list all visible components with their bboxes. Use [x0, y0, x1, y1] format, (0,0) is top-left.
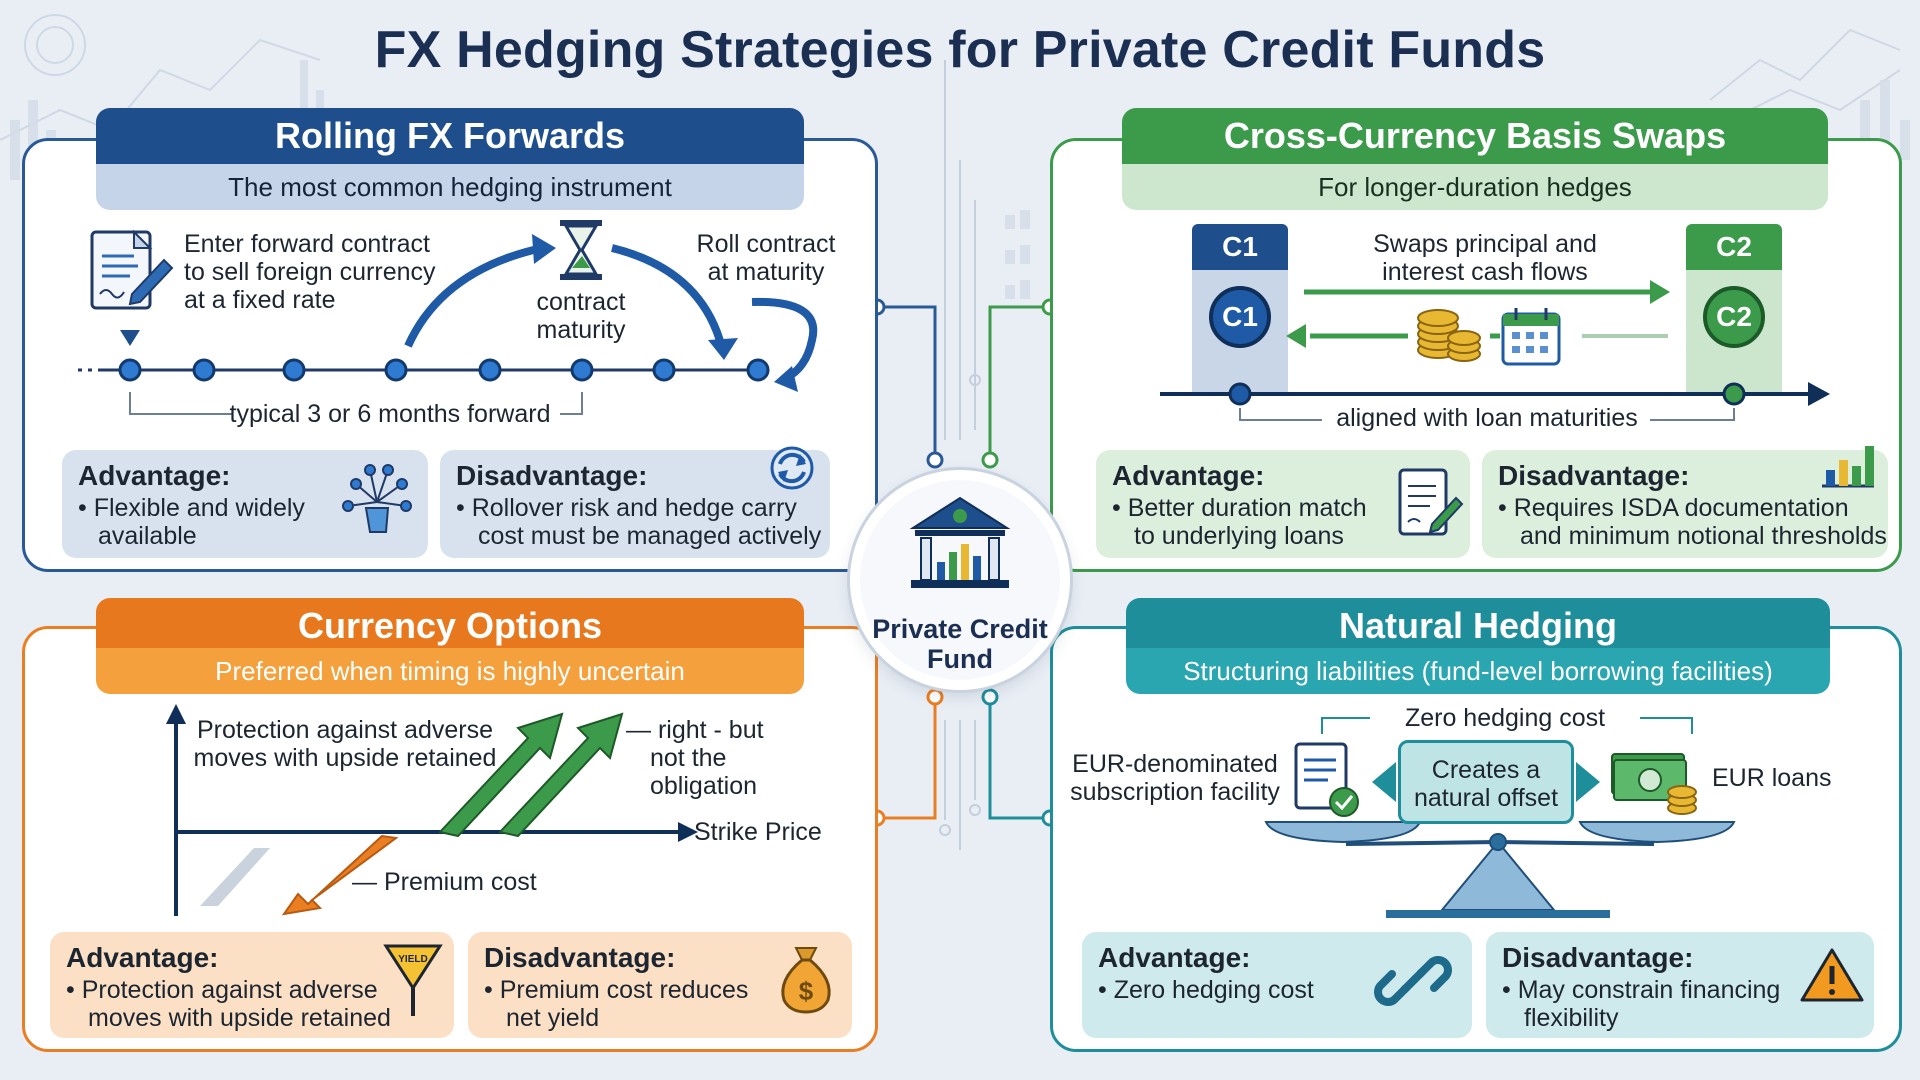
options-right-line3: obligation [650, 772, 758, 800]
natural-offset-line1: Creates a [1431, 756, 1541, 784]
forwards-maturity-line1: contract [536, 288, 626, 316]
bank-building-icon [909, 496, 1011, 588]
c2-coin: C2 [1703, 286, 1765, 348]
natural-zero-cost: Zero hedging cost [1404, 704, 1606, 732]
swaps-advantage-line2: to underlying loans [1134, 522, 1344, 550]
forwards-step1-line2: to sell foreign currency [184, 258, 436, 286]
chain-link-icon [1374, 956, 1452, 1006]
swaps-advantage-title: Advantage: [1112, 460, 1265, 491]
options-protect-line2: moves with upside retained [193, 744, 497, 772]
forwards-disadvantage-title: Disadvantage: [456, 460, 648, 491]
swaps-disadvantage-title: Disadvantage: [1498, 460, 1690, 491]
options-disadvantage-line2: net yield [506, 1004, 600, 1032]
yield-sign-icon: YIELD [382, 942, 444, 1018]
natural-advantage-line1: • Zero hedging cost [1098, 976, 1314, 1004]
options-strike-price: Strike Price [694, 818, 822, 846]
page-title: FX Hedging Strategies for Private Credit… [374, 21, 1546, 79]
forwards-maturity-line2: maturity [536, 316, 626, 344]
options-subtitle: Preferred when timing is highly uncertai… [96, 648, 804, 694]
forwards-roll-line1: Roll contract [696, 230, 836, 258]
natural-right-label: EUR loans [1712, 764, 1832, 792]
tenor-bracket [129, 392, 583, 415]
natural-offset-box [1398, 740, 1574, 824]
calendar-icon [1501, 308, 1561, 366]
options-disadvantage-line1: • Premium cost reduces [484, 976, 749, 1004]
swaps-title: Cross-Currency Basis Swaps [1122, 108, 1828, 164]
options-right-line1: — right - but [626, 716, 764, 744]
forwards-step1-line1: Enter forward contract [184, 230, 430, 258]
contract-pen-icon [1398, 468, 1464, 536]
c2-tab: C2 [1686, 224, 1782, 270]
natural-disadvantage-line1: • May constrain financing [1502, 976, 1781, 1004]
swaps-disadvantage-line1: • Requires ISDA documentation [1498, 494, 1849, 522]
yield-sign-label: YIELD [398, 954, 428, 965]
natural-title: Natural Hedging [1126, 598, 1830, 654]
document-pen-icon [90, 229, 174, 310]
forwards-tenor: typical 3 or 6 months forward [229, 400, 551, 428]
hub-label-line1: Private Credit [872, 614, 1048, 644]
forwards-advantage-line1: • Flexible and widely [78, 494, 305, 522]
forwards-disadvantage-line2: cost must be managed actively [478, 522, 822, 550]
cash-coins-icon [1611, 753, 1697, 815]
hourglass-icon [560, 220, 602, 280]
svg-text:$: $ [799, 976, 814, 1006]
options-title: Currency Options [96, 598, 804, 654]
zero-cost-bracket [1321, 717, 1693, 734]
options-advantage-title: Advantage: [66, 942, 219, 973]
forwards-advantage-title: Advantage: [78, 460, 231, 491]
options-payoff-diagram [166, 704, 698, 916]
forwards-roll-line2: at maturity [707, 258, 825, 286]
swaps-flow-line1: Swaps principal and [1373, 230, 1597, 258]
natural-subtitle: Structuring liabilities (fund-level borr… [1126, 648, 1830, 694]
natural-advantage-title: Advantage: [1098, 942, 1251, 973]
network-hand-icon [342, 464, 412, 533]
natural-left-line2: subscription facility [1070, 778, 1280, 806]
bar-chart-icon [1822, 446, 1874, 488]
options-disadvantage-title: Disadvantage: [484, 942, 676, 973]
options-advantage-line1: • Protection against adverse [66, 976, 378, 1004]
refresh-icon [770, 446, 814, 490]
swaps-disadvantage-box: Disadvantage: • Requires ISDA documentat… [1482, 450, 1888, 558]
natural-left-line1: EUR-denominated [1072, 750, 1278, 778]
hub-circle: Private Credit Fund [850, 470, 1070, 690]
balance-scale-icon [1264, 821, 1736, 918]
forwards-timeline [78, 234, 818, 392]
swaps-aligned: aligned with loan maturities [1336, 404, 1638, 432]
forwards-step1-line3: at a fixed rate [184, 286, 336, 314]
document-check-icon [1294, 742, 1359, 817]
swaps-subtitle: For longer-duration hedges [1122, 164, 1828, 210]
forwards-advantage-line2: available [98, 522, 197, 550]
c1-coin: C1 [1209, 286, 1271, 348]
forwards-subtitle: The most common hedging instrument [96, 164, 804, 210]
options-advantage-box: Advantage: • Protection against adverse … [50, 932, 454, 1038]
options-disadvantage-box: Disadvantage: • Premium cost reduces net… [468, 932, 852, 1038]
natural-disadvantage-line2: flexibility [1524, 1004, 1619, 1032]
offset-arrows [1372, 762, 1600, 802]
swaps-advantage-line1: • Better duration match [1112, 494, 1367, 522]
c1-tab: C1 [1192, 224, 1288, 270]
options-right-line2: not the [650, 744, 727, 772]
timeline-nodes [118, 358, 770, 382]
hub-label-line2: Fund [927, 644, 993, 674]
options-protect-line1: Protection against adverse [196, 716, 493, 744]
forwards-title: Rolling FX Forwards [96, 108, 804, 164]
natural-offset-line2: natural offset [1413, 784, 1559, 812]
forwards-disadvantage-line1: • Rollover risk and hedge carry [456, 494, 797, 522]
swaps-disadvantage-line2: and minimum notional thresholds [1520, 522, 1887, 550]
warning-icon [1800, 948, 1864, 1002]
forwards-disadvantage-box: Disadvantage: • Rollover risk and hedge … [440, 450, 830, 558]
coins-icon [1417, 309, 1481, 362]
natural-disadvantage-title: Disadvantage: [1502, 942, 1694, 973]
swaps-flow-arrows [1160, 280, 1830, 421]
options-premium-cost: — Premium cost [352, 868, 537, 896]
money-bag-icon: $ [781, 947, 831, 1014]
hub-label: Private Credit Fund [860, 614, 1060, 674]
options-advantage-line2: moves with upside retained [88, 1004, 391, 1032]
swaps-flow-line2: interest cash flows [1382, 258, 1588, 286]
